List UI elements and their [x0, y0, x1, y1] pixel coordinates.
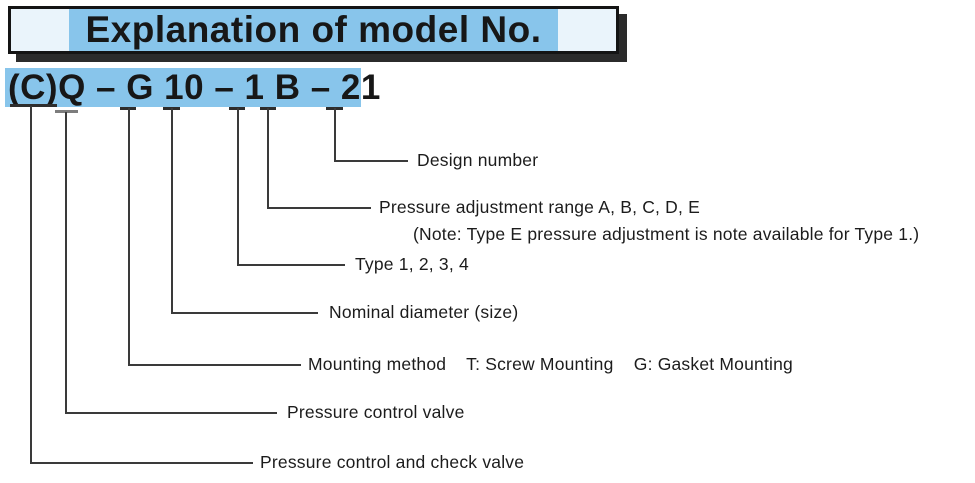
connector-mounting-method	[128, 108, 301, 366]
model-code: (C)Q – G 10 – 1 B – 21	[8, 67, 381, 107]
callout-pressure-range-note: (Note: Type E pressure adjustment is not…	[413, 224, 920, 244]
connector-design-number	[334, 108, 408, 162]
connector-pressure-control-valve	[65, 112, 277, 414]
callout-pressure-control-check: Pressure control and check valve	[260, 452, 525, 472]
connector-nominal-diameter	[171, 108, 318, 314]
section-title: Explanation of model No.	[69, 9, 558, 51]
model-number-band: (C)Q – G 10 – 1 B – 21	[5, 68, 380, 107]
callout-pressure-range: Pressure adjustment range A, B, C, D, E	[379, 197, 700, 217]
callout-mounting-method: Mounting method T: Screw Mounting G: Gas…	[308, 354, 793, 374]
callout-type: Type 1, 2, 3, 4	[355, 254, 469, 274]
tick-segment-q	[55, 110, 78, 113]
callout-design-number: Design number	[417, 150, 539, 170]
callout-nominal-diameter: Nominal diameter (size)	[329, 302, 519, 322]
connector-type	[237, 108, 345, 266]
section-header: Explanation of model No.	[8, 6, 619, 54]
connector-pressure-control-check	[30, 106, 253, 464]
tick-segment-c	[10, 104, 57, 107]
connector-pressure-range	[267, 108, 371, 209]
callout-pressure-control-valve: Pressure control valve	[287, 402, 465, 422]
